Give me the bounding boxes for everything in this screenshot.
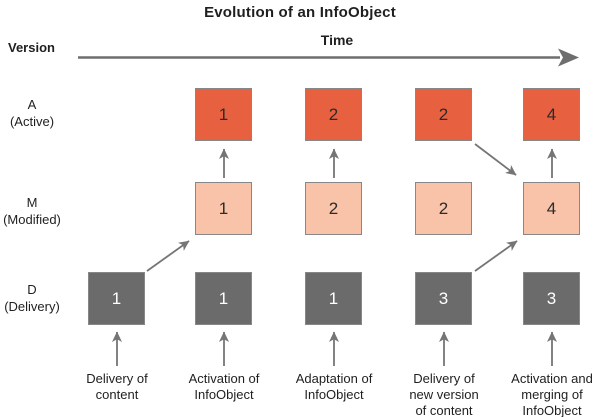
delivery-box-version-1: 1 [88,272,145,325]
version-axis-label: Version [8,40,55,55]
row-abbr-delivery: D [27,282,37,297]
row-abbr-modified: M [26,195,38,210]
time-axis-arrow [78,48,579,67]
modified-box-version-2: 2 [305,182,362,235]
delivery-box-version-3: 3 [415,272,472,325]
time-axis-label: Time [320,32,354,48]
active-box-version-2: 2 [305,88,362,141]
delivery-box-version-1c: 1 [305,272,362,325]
modified-box-version-2b: 2 [415,182,472,235]
active-box-version-2b: 2 [415,88,472,141]
arrow-delivery3-to-modified4 [474,240,518,272]
modified-box-version-1: 1 [195,182,252,235]
row-name-modified: (Modified) [3,212,61,227]
active-box-version-4: 4 [523,88,580,141]
arrow-delivery1-to-modified1 [146,240,190,272]
row-label-modified: M (Modified) [0,194,64,228]
row-abbr-active: A [27,97,37,112]
delivery-box-version-1b: 1 [195,272,252,325]
event-label-adaptation-of-infoobject: Adaptation of InfoObject [295,371,373,402]
row-name-active: (Active) [9,114,55,129]
event-label-delivery-of-new-version: Delivery of new version of content [409,371,479,417]
modified-box-version-4: 4 [523,182,580,235]
event-label-activation-of-infoobject: Activation of InfoObject [188,371,260,402]
row-name-delivery: (Delivery) [4,299,60,314]
event-label-delivery-of-content: Delivery of content [86,371,148,402]
event-label-activation-and-merging: Activation and merging of InfoObject [511,371,593,417]
row-label-active: A (Active) [0,96,64,130]
delivery-box-version-3b: 3 [523,272,580,325]
diagram-title: Evolution of an InfoObject [204,4,396,21]
row-label-delivery: D (Delivery) [0,281,64,315]
arrow-active2-to-modified4 [474,143,517,176]
active-box-version-1: 1 [195,88,252,141]
